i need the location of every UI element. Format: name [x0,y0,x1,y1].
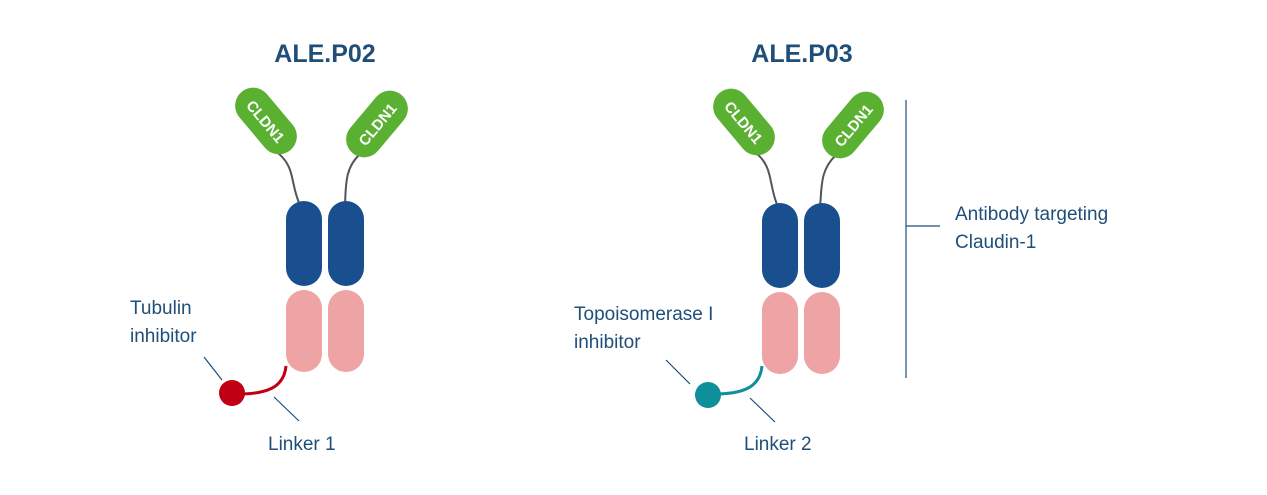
cldn1-domain-left-1: CLDN1 [235,87,297,155]
cldn1-domain-right-1: CLDN1 [713,88,775,156]
cldn1-domain-left-2: CLDN1 [346,90,408,158]
adc-ale-p03: ALE.P03 CLDN1 CLDN1 Topoisomerase I inhi… [574,40,884,455]
bracket-label-line1: Antibody targeting [955,204,1108,225]
payload-label-line1: Topoisomerase I [574,304,713,325]
payload-label-line2: inhibitor [130,326,197,347]
heavy-chain-right-1 [762,203,798,288]
ale-p03-title: ALE.P03 [751,40,852,68]
payload-label-line2: inhibitor [574,332,641,353]
bracket-label-line2: Claudin-1 [955,232,1036,253]
light-chain-left-1 [286,290,322,372]
linker-label: Linker 1 [268,434,336,455]
light-chain-right-2 [804,292,840,374]
heavy-chain-right-2 [804,203,840,288]
hinge-left-2 [344,153,361,206]
hinge-right-1 [755,152,779,208]
hinge-right-2 [819,154,837,208]
linker-pointer-line [749,397,776,423]
payload-pointer-line [203,356,223,381]
heavy-chain-left-2 [328,201,364,286]
payload-label-line1: Tubulin [130,298,192,319]
hinge-left-1 [277,152,301,206]
linker-label: Linker 2 [744,434,812,455]
light-chain-left-2 [328,290,364,372]
payload-pointer-line [665,359,691,385]
antibody-bracket: Antibody targeting Claudin-1 [905,100,1108,378]
linker-pointer-line [273,396,300,422]
light-chain-right-1 [762,292,798,374]
ale-p02-title: ALE.P02 [274,40,375,68]
topoisomerase-inhibitor-payload [695,382,721,408]
linker-1 [237,365,288,396]
linker-2 [713,365,764,396]
heavy-chain-left-1 [286,201,322,286]
adc-ale-p02: ALE.P02 CLDN1 CLDN1 Tubulin inhibitor Li… [130,40,408,455]
cldn1-domain-right-2: CLDN1 [822,91,884,159]
tubulin-inhibitor-payload [219,380,245,406]
